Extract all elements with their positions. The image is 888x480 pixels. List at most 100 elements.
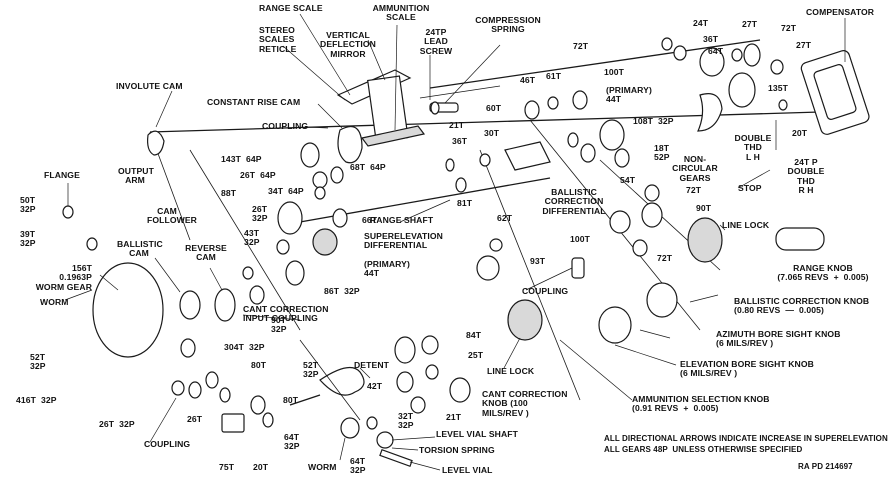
cant-link-shape bbox=[299, 339, 361, 421]
label-coupling-mid: COUPLING bbox=[522, 286, 569, 296]
gear-label-27t-a: 27T bbox=[742, 19, 758, 29]
gear-32t-shape bbox=[366, 416, 378, 430]
gear-label-62t: 62T bbox=[497, 213, 513, 223]
gear-label-64t-32p-b: 64T 32P bbox=[350, 456, 366, 476]
level-vial-shaft-shape bbox=[376, 431, 394, 449]
label-vertical-deflection-mirror: VERTICAL DEFLECTION MIRROR bbox=[320, 30, 376, 59]
gear-80t-b-shape bbox=[250, 395, 266, 415]
gear-label-26t-64p: 26T 64P bbox=[240, 170, 276, 180]
gear-54t-shape bbox=[580, 143, 596, 163]
label-range-shaft: RANGE SHAFT bbox=[370, 215, 434, 225]
gear-64t-shape bbox=[699, 47, 725, 77]
label-worm-bottom: WORM bbox=[308, 462, 337, 472]
gear-label-50t: 50T 32P bbox=[20, 195, 36, 215]
label-elevation-bore-sight-knob: ELEVATION BORE SIGHT KNOB (6 MILS/REV ) bbox=[680, 359, 814, 379]
gear-304t-shape bbox=[180, 338, 196, 358]
note-directional-arrows: ALL DIRECTIONAL ARROWS INDICATE INCREASE… bbox=[604, 434, 888, 443]
label-ammunition-selection-knob: AMMUNITION SELECTION KNOB (0.91 REVS + 0… bbox=[632, 394, 770, 414]
gear-62t-shape bbox=[489, 238, 503, 252]
gear-416t-shape bbox=[171, 380, 185, 396]
label-constant-rise-cam: CONSTANT RISE CAM bbox=[207, 97, 301, 107]
gear-label-64t-top: 64T bbox=[708, 46, 724, 56]
gear-34t-shape bbox=[314, 186, 326, 200]
gear-20t-bottom-shape bbox=[262, 412, 274, 428]
gear-label-21t-top: 21T bbox=[449, 120, 465, 130]
gear-27t-a-shape bbox=[731, 48, 743, 62]
gear-36t-shape bbox=[673, 45, 687, 61]
gear-72t-right-a-shape bbox=[644, 184, 660, 202]
gear-20t-shape bbox=[778, 99, 788, 111]
gear-label-39t: 39T 32P bbox=[20, 229, 36, 249]
gear-27t-b-shape bbox=[770, 59, 784, 75]
gear-label-66t: 66T bbox=[362, 215, 378, 225]
gear-72t-shape bbox=[743, 43, 761, 67]
ballistic-cam-disc bbox=[92, 262, 164, 358]
coupling-mid-shape bbox=[571, 257, 585, 279]
label-torsion-spring: TORSION SPRING bbox=[419, 445, 495, 455]
gear-label-24t-top: 24T bbox=[693, 18, 709, 28]
label-ballistic-correction-differential: BALLISTIC CORRECTION DIFFERENTIAL bbox=[542, 187, 606, 216]
gear-label-100t-mid: 100T bbox=[570, 234, 590, 244]
gear-label-60t: 60T bbox=[486, 103, 502, 113]
gear-36t-mid-shape bbox=[445, 158, 455, 172]
compensator-inner bbox=[813, 64, 857, 120]
gear-label-26t-32p: 26T 32P bbox=[252, 204, 268, 224]
gear-25t-shape bbox=[425, 364, 439, 380]
azimuth-knob-shape bbox=[646, 282, 678, 318]
gear-label-75t: 75T bbox=[219, 462, 235, 472]
gear-label-32t: 32T 32P bbox=[398, 411, 414, 431]
label-level-vial-shaft: LEVEL VIAL SHAFT bbox=[436, 429, 518, 439]
gear-label-72t-right-b: 72T bbox=[657, 253, 673, 263]
gear-label-21t-bottom: 21T bbox=[446, 412, 462, 422]
gear-label-36t-mid: 36T bbox=[452, 136, 468, 146]
flange-shape bbox=[62, 205, 74, 219]
gear-18t-shape bbox=[614, 148, 630, 168]
gear-label-100t-top: 100T bbox=[604, 67, 624, 77]
gear-label-18t: 18T 52P bbox=[654, 143, 670, 163]
cant-correction-knob-shape bbox=[449, 377, 471, 403]
gear-label-108t: 108T 32P bbox=[633, 116, 674, 126]
gear-label-46t: 46T bbox=[520, 75, 536, 85]
line-lock-mid-shape bbox=[507, 299, 543, 341]
label-reverse-cam: REVERSE CAM bbox=[185, 243, 227, 263]
constant-rise-cam-shape bbox=[337, 126, 363, 164]
gear-label-80t-b: 80T bbox=[283, 395, 299, 405]
cam-follower-disc bbox=[179, 290, 201, 320]
gear-61t-shape bbox=[547, 96, 559, 110]
gear-label-26t-c: 26T bbox=[187, 414, 203, 424]
diagonal-shaft-b bbox=[479, 149, 581, 401]
label-double-thd-lh: DOUBLE THD L H bbox=[734, 133, 772, 162]
gear-42t-shape bbox=[396, 371, 414, 393]
gear-90t-right-shape bbox=[641, 202, 663, 228]
label-cant-correction-input-coupling: CANT CORRECTION INPUT COUPLING bbox=[243, 304, 329, 324]
gear-label-81t: 81T bbox=[457, 198, 473, 208]
note-gear-pitch: ALL GEARS 48P UNLESS OTHERWISE SPECIFIED bbox=[604, 445, 803, 454]
gear-135t-shape bbox=[728, 72, 756, 108]
gear-label-26t-32p-b: 26T 32P bbox=[99, 419, 135, 429]
label-double-thd-rh: 24T P DOUBLE THD R H bbox=[787, 157, 825, 196]
gear-60t-shape bbox=[430, 101, 440, 115]
gear-label-93t: 93T bbox=[530, 256, 546, 266]
gear-label-30t: 30T bbox=[484, 128, 500, 138]
gear-label-143t: 143T 64P bbox=[221, 154, 262, 164]
label-level-vial: LEVEL VIAL bbox=[442, 465, 493, 475]
gear-label-304t: 304T 32P bbox=[224, 342, 265, 352]
gear-88t-shape bbox=[277, 201, 303, 235]
label-range-scale: RANGE SCALE bbox=[259, 3, 323, 13]
gear-100t-mid-shape bbox=[609, 210, 631, 234]
gear-label-72t-primary: 72T bbox=[573, 41, 589, 51]
label-ballistic-correction-knob: BALLISTIC CORRECTION KNOB (0.80 REVS — 0… bbox=[734, 296, 870, 316]
gear-label-34t: 34T 64P bbox=[268, 186, 304, 196]
label-line-lock-right: LINE LOCK bbox=[722, 220, 770, 230]
label-cam-follower: CAM FOLLOWER bbox=[147, 206, 197, 226]
detent-lever-shape bbox=[319, 366, 365, 396]
worm-bottom-shape bbox=[340, 417, 360, 439]
gear-label-64t-32p: 64T 32P bbox=[284, 432, 300, 452]
gear-label-25t: 25T bbox=[468, 350, 484, 360]
gear-label-68t: 68T 64P bbox=[350, 162, 386, 172]
gear-86t-shape bbox=[285, 260, 305, 286]
gear-39t-shape bbox=[86, 237, 98, 251]
gear-46t-shape bbox=[524, 100, 540, 120]
label-worm-left: WORM bbox=[40, 297, 69, 307]
